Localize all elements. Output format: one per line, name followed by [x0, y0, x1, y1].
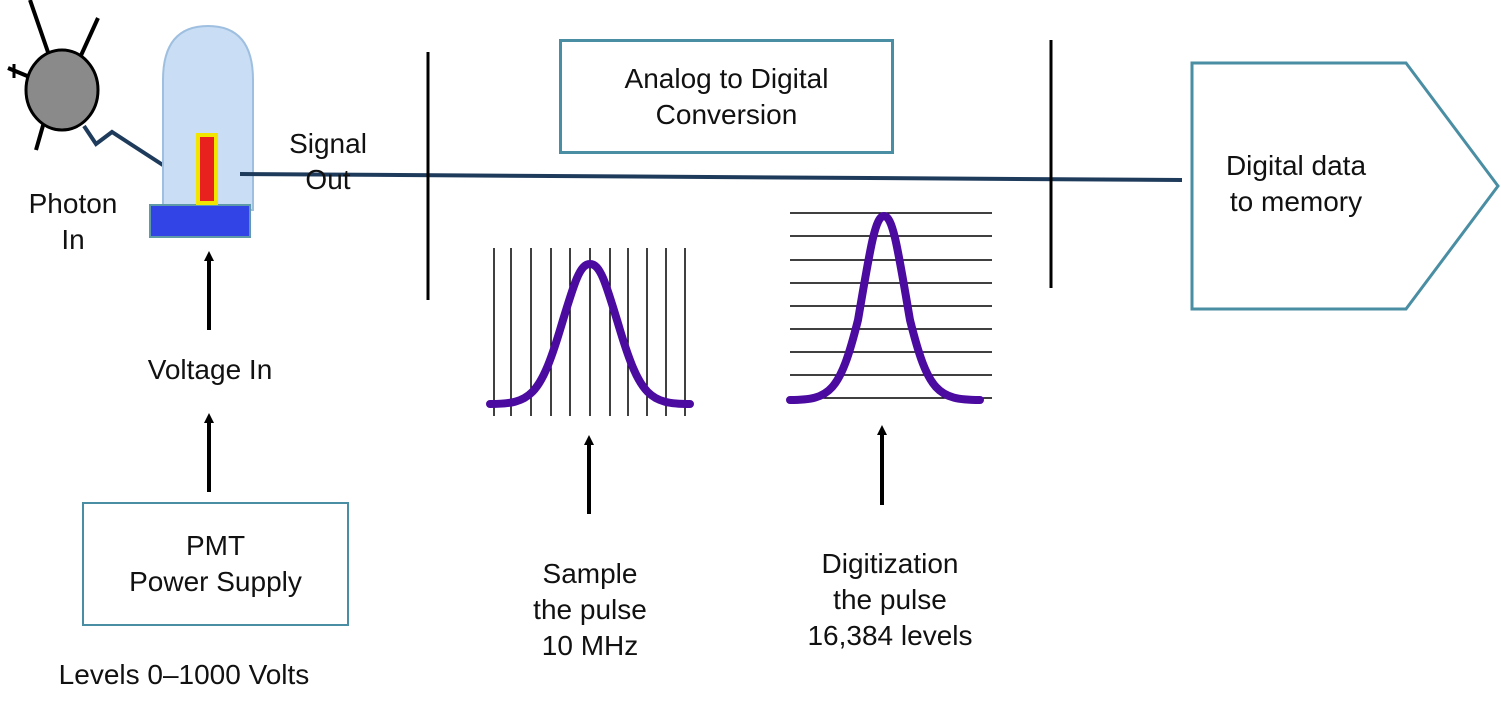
pmt-tube-icon	[149, 24, 254, 238]
digitized-pulse-curve	[786, 211, 984, 404]
pmt-box-line-2: Power Supply	[129, 566, 302, 597]
photon-in-label: Photon In	[28, 188, 118, 255]
pmt-power-supply-box: PMT Power Supply	[82, 502, 349, 626]
signal-out-label: Signal Out	[289, 128, 367, 195]
adc-box-line-1: Analog to Digital	[624, 62, 829, 94]
signal-line	[239, 172, 1183, 182]
pmt-box-line-1: PMT	[185, 530, 246, 561]
sampled-pulse-curve	[486, 259, 694, 408]
digital-data-label: Digital data to memory	[1225, 150, 1367, 217]
adc-box: Analog to Digital Conversion	[559, 39, 894, 154]
digital-data-shape	[1190, 61, 1500, 311]
adc-box-line-2: Conversion	[655, 98, 798, 130]
digitization-grid	[790, 212, 992, 399]
digitization-label: Digitization the pulse 16,384 levels	[807, 548, 973, 651]
sampling-grid	[493, 248, 686, 416]
sample-label: Sample the pulse 10 MHz	[533, 558, 647, 661]
photon-icon	[7, 0, 100, 151]
levels-label: Levels 0–1000 Volts	[58, 659, 310, 690]
voltage-in-label: Voltage In	[147, 354, 273, 385]
photon-path-arrow	[82, 124, 192, 184]
